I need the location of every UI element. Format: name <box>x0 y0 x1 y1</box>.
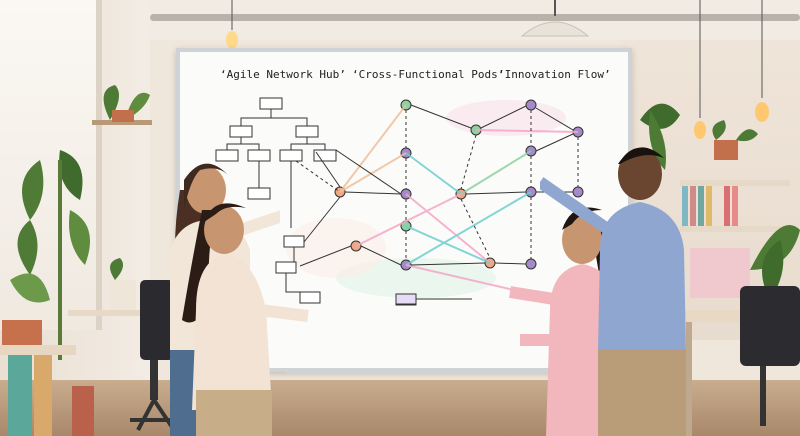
ceiling-pipe <box>150 14 800 21</box>
marker-tray <box>286 368 556 374</box>
window <box>0 0 102 330</box>
person-left-front <box>182 203 309 436</box>
right-shelves-and-desk <box>640 103 800 436</box>
board-title-innovation-flow: ‘Innovation Flow’ <box>498 68 611 81</box>
board-title-agile-network-hub: ‘Agile Network Hub’ <box>220 68 346 81</box>
board-title-cross-functional-pods: ‘Cross-Functional Pods’ <box>352 68 505 81</box>
network-diagram <box>215 97 584 306</box>
person-right-back <box>540 147 686 436</box>
pendant-lamps <box>226 0 769 139</box>
left-plants-and-shelf <box>0 85 160 436</box>
